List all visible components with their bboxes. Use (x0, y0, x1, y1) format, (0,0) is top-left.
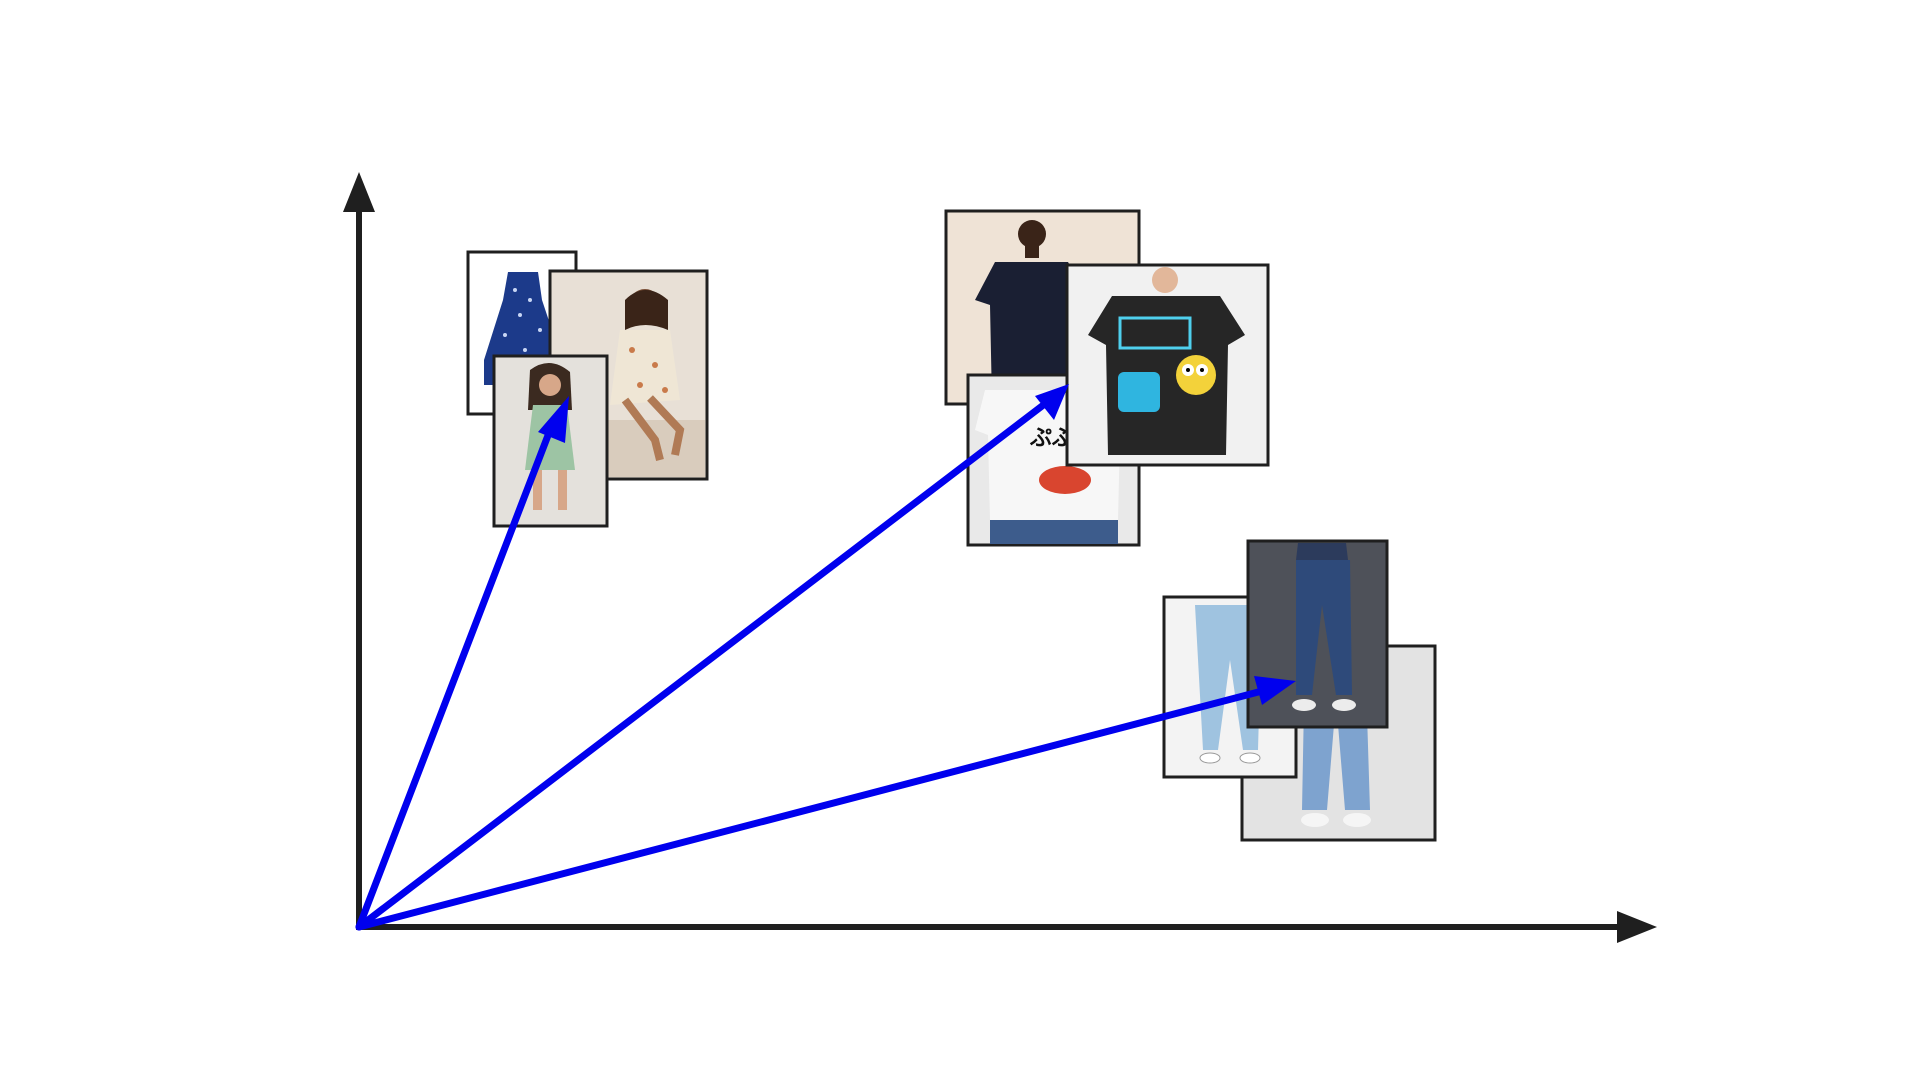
navy-tshirt-model-photo (944, 209, 1141, 406)
x-axis-arrowhead (1617, 911, 1657, 943)
tshirt-cluster: ぷぷ (944, 209, 1270, 547)
dress-cluster (466, 250, 709, 528)
vectors (355, 384, 1296, 931)
tshirt-vector (355, 384, 1069, 931)
jeans-cluster (1162, 539, 1437, 842)
black-graphic-tshirt-photo (1065, 263, 1270, 467)
green-dress-model-photo (492, 354, 609, 528)
y-axis-arrowhead (343, 172, 375, 212)
floral-dress-seated-model-photo (548, 269, 709, 481)
axes (343, 172, 1657, 943)
dress-vector (355, 396, 569, 931)
jeans-vector (355, 676, 1296, 931)
